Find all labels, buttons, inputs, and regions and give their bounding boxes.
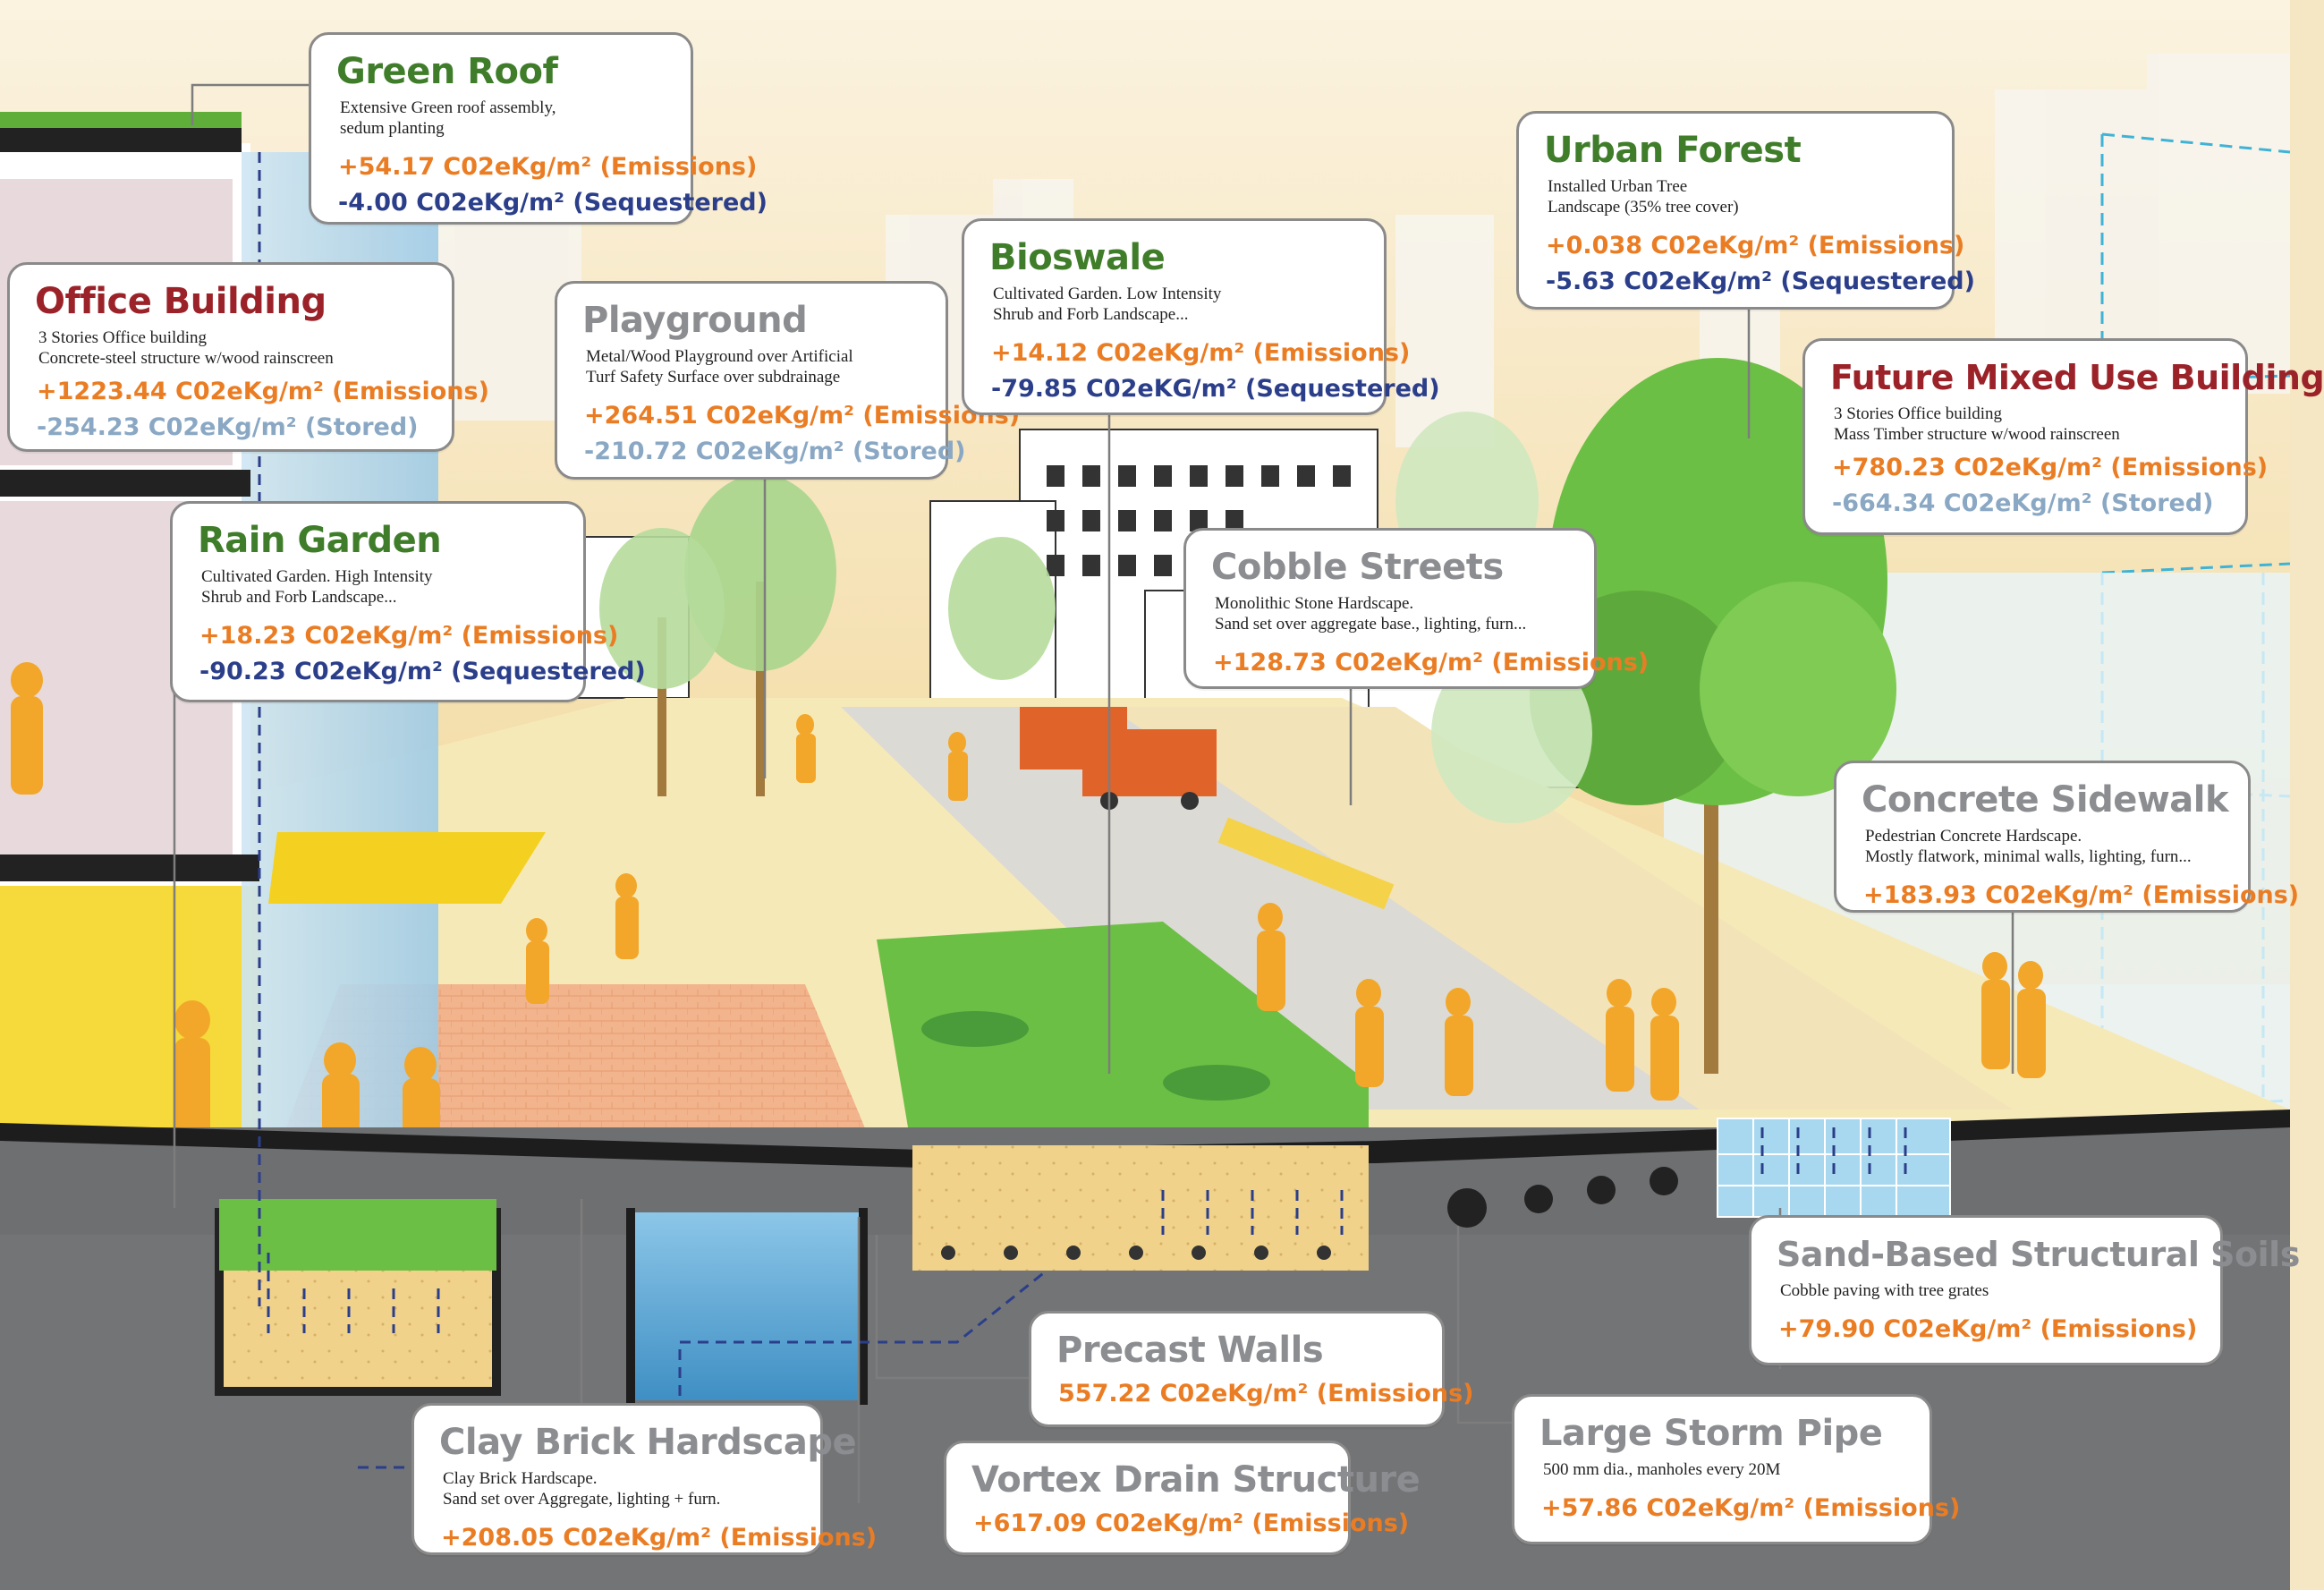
- sidewalk: [1109, 707, 2013, 1110]
- callout-description: Extensive Green roof assembly, sedum pla…: [336, 98, 667, 139]
- emissions-value: +1223.44 C02eKg/m² (Emissions): [37, 378, 489, 405]
- callout-title: Rain Garden: [198, 520, 442, 561]
- desc-line: Monolithic Stone Hardscape.: [1215, 594, 1414, 613]
- desc-line: Mass Timber structure w/wood rainscreen: [1834, 425, 2120, 444]
- stored-value: -254.23 C02eKg/m² (Stored): [37, 413, 419, 441]
- emissions-value: +54.17 C02eKg/m² (Emissions): [338, 153, 758, 181]
- emissions-value: +18.23 C02eKg/m² (Emissions): [199, 622, 619, 650]
- emissions-value: +208.05 C02eKg/m² (Emissions): [441, 1524, 878, 1552]
- callout-description: 3 Stories Office building Concrete-steel…: [35, 327, 428, 369]
- callout-description: Cultivated Garden. High Intensity Shrub …: [198, 566, 560, 608]
- callout-title: Vortex Drain Structure: [971, 1459, 1421, 1501]
- callout-bioswale: Bioswale Cultivated Garden. Low Intensit…: [962, 218, 1440, 415]
- crosswalk-yellow: [1217, 817, 1395, 910]
- callout-title: Urban Forest: [1544, 130, 1802, 171]
- callout-future-mixed-use-building: Future Mixed Use Building 3 Stories Offi…: [1802, 338, 2324, 535]
- desc-line: Extensive Green roof assembly,: [340, 98, 556, 117]
- callout-clay-brick-hardscape: Clay Brick Hardscape Clay Brick Hardscap…: [411, 1403, 878, 1555]
- desc-line: Cobble paving with tree grates: [1780, 1281, 1989, 1300]
- callout-title: Sand-Based Structural Soils: [1777, 1235, 2300, 1274]
- emissions-value: +0.038 C02eKg/m² (Emissions): [1546, 232, 1965, 259]
- bioswale-soil: [912, 1145, 1369, 1271]
- callout-description: Cultivated Garden. Low Intensity Shrub a…: [989, 284, 1361, 325]
- people-figures: [11, 662, 2046, 1154]
- stored-value: -210.72 C02eKg/m² (Stored): [584, 438, 966, 465]
- desc-line: Cultivated Garden. Low Intensity: [993, 285, 1222, 303]
- desc-line: Shrub and Forb Landscape...: [201, 588, 397, 607]
- bioswale-pond: [921, 1011, 1029, 1047]
- desc-line: Mostly flatwork, minimal walls, lighting…: [1865, 847, 2192, 866]
- callout-office-building: Office Building 3 Stories Office buildin…: [7, 262, 489, 452]
- desc-line: Sand set over Aggregate, lighting + furn…: [443, 1490, 721, 1509]
- callout-title: Playground: [582, 300, 808, 341]
- desc-line: 3 Stories Office building: [38, 328, 208, 347]
- stored-value: -664.34 C02eKg/m² (Stored): [1832, 489, 2214, 517]
- callout-description: Cobble paving with tree grates: [1777, 1280, 2197, 1301]
- storm-pipes: [1447, 1167, 1678, 1228]
- desc-line: Concrete-steel structure w/wood rainscre…: [38, 349, 334, 368]
- callout-description: 3 Stories Office building Mass Timber st…: [1830, 404, 2222, 445]
- callout-title: Cobble Streets: [1211, 547, 1504, 588]
- callout-precast-walls: Precast Walls 557.22 C02eKg/m² (Emission…: [1029, 1311, 1474, 1427]
- callout-title: Large Storm Pipe: [1539, 1413, 1883, 1454]
- callout-description: 500 mm dia., manholes every 20M: [1539, 1459, 1906, 1480]
- callout-title: Clay Brick Hardscape: [439, 1422, 857, 1463]
- callout-description: Pedestrian Concrete Hardscape. Mostly fl…: [1862, 826, 2225, 867]
- emissions-value: +264.51 C02eKg/m² (Emissions): [584, 402, 1021, 429]
- desc-line: Pedestrian Concrete Hardscape.: [1865, 827, 2082, 846]
- desc-line: Sand set over aggregate base., lighting,…: [1215, 615, 1527, 633]
- desc-line: Metal/Wood Playground over Artificial: [586, 347, 853, 366]
- callout-large-storm-pipe: Large Storm Pipe 500 mm dia., manholes e…: [1512, 1394, 1961, 1544]
- callout-title: Bioswale: [989, 237, 1166, 278]
- callout-title: Office Building: [35, 281, 327, 322]
- callout-vortex-drain-structure: Vortex Drain Structure +617.09 C02eKg/m²…: [944, 1441, 1421, 1555]
- emissions-value: +79.90 C02eKg/m² (Emissions): [1778, 1315, 2198, 1343]
- emissions-value: +617.09 C02eKg/m² (Emissions): [973, 1509, 1410, 1537]
- vortex-drain: [626, 1208, 868, 1405]
- emissions-value: +128.73 C02eKg/m² (Emissions): [1213, 649, 1650, 676]
- callout-playground: Playground Metal/Wood Playground over Ar…: [555, 281, 1021, 480]
- callout-description: Monolithic Stone Hardscape. Sand set ove…: [1211, 593, 1571, 634]
- callout-rain-garden: Rain Garden Cultivated Garden. High Inte…: [170, 501, 646, 702]
- callout-title: Green Roof: [336, 51, 558, 92]
- section-cut-line: [0, 1110, 2290, 1168]
- callout-title: Concrete Sidewalk: [1862, 779, 2229, 821]
- desc-line: Installed Urban Tree: [1548, 177, 1688, 196]
- desc-line: 3 Stories Office building: [1834, 404, 2003, 423]
- callout-title: Precast Walls: [1056, 1330, 1324, 1371]
- desc-line: Cultivated Garden. High Intensity: [201, 567, 433, 586]
- leader-lines: [173, 83, 2014, 1503]
- desc-line: sedum planting: [340, 119, 445, 138]
- callout-description: Installed Urban Tree Landscape (35% tree…: [1544, 176, 1929, 217]
- callout-concrete-sidewalk: Concrete Sidewalk Pedestrian Concrete Ha…: [1834, 761, 2300, 913]
- callout-green-roof: Green Roof Extensive Green roof assembly…: [309, 32, 768, 225]
- desc-line: 500 mm dia., manholes every 20M: [1543, 1460, 1781, 1479]
- callout-title: Future Mixed Use Building: [1830, 358, 2324, 397]
- emissions-value: +183.93 C02eKg/m² (Emissions): [1863, 881, 2300, 909]
- callout-description: Metal/Wood Playground over Artificial Tu…: [582, 346, 922, 387]
- bioswale-pond-2: [1163, 1065, 1270, 1101]
- desc-line: Clay Brick Hardscape.: [443, 1469, 598, 1488]
- building-windows: [1047, 465, 1351, 576]
- desc-line: Turf Safety Surface over subdrainage: [586, 368, 841, 387]
- emissions-value: +780.23 C02eKg/m² (Emissions): [1832, 454, 2269, 481]
- desc-line: Shrub and Forb Landscape...: [993, 305, 1189, 324]
- sequestered-value: -4.00 C02eKg/m² (Sequestered): [338, 189, 768, 217]
- emissions-value: +14.12 C02eKg/m² (Emissions): [991, 339, 1411, 367]
- rain-garden-planter: [215, 1199, 501, 1396]
- sequestered-value: -90.23 C02eKg/m² (Sequestered): [199, 658, 646, 685]
- sequestered-value: -79.85 C02eKG/m² (Sequestered): [991, 375, 1440, 403]
- emissions-value: +57.86 C02eKg/m² (Emissions): [1541, 1494, 1961, 1522]
- callout-description: Clay Brick Hardscape. Sand set over Aggr…: [439, 1468, 797, 1509]
- emissions-value: 557.22 C02eKg/m² (Emissions): [1058, 1380, 1474, 1407]
- callout-sand-based-structural-soils: Sand-Based Structural Soils Cobble pavin…: [1749, 1215, 2300, 1365]
- sequestered-value: -5.63 C02eKg/m² (Sequestered): [1546, 268, 1975, 295]
- callout-urban-forest: Urban Forest Installed Urban Tree Landsc…: [1516, 111, 1975, 310]
- desc-line: Landscape (35% tree cover): [1548, 198, 1739, 217]
- callout-cobble-streets: Cobble Streets Monolithic Stone Hardscap…: [1183, 528, 1650, 689]
